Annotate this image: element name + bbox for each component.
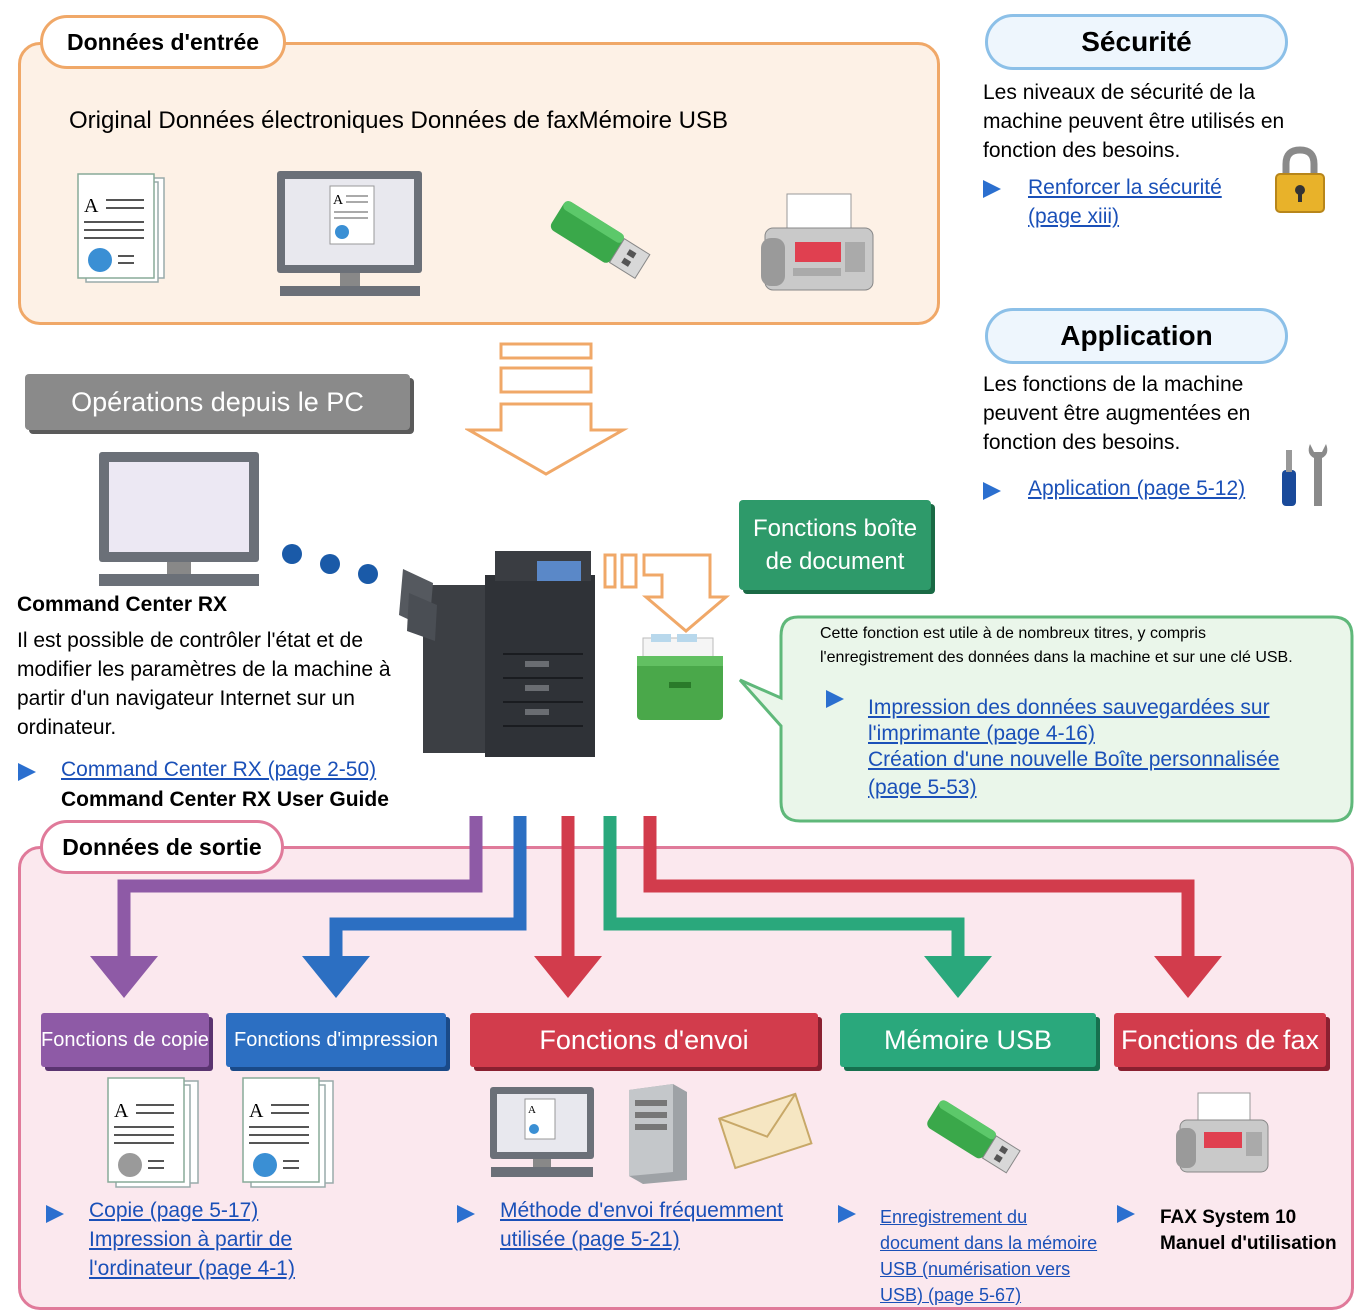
arrow-bullet-icon bbox=[1117, 1205, 1135, 1223]
usb-save-link-line2[interactable]: document dans la mémoire bbox=[880, 1233, 1098, 1253]
document-box-bubble bbox=[738, 615, 1354, 823]
usb-stick-icon bbox=[550, 200, 651, 280]
command-center-link[interactable]: Command Center RX (page 2-50) bbox=[61, 758, 377, 781]
fax-machine-icon bbox=[761, 193, 874, 291]
document-box-description-line1: Cette fonction est utile à de nombreux t… bbox=[820, 625, 1206, 642]
print-functions-label: Fonctions d'impression bbox=[226, 1013, 446, 1067]
security-link-line2[interactable]: (page xiii) bbox=[1028, 205, 1120, 228]
copy-document-icon: A bbox=[107, 1077, 199, 1188]
application-title: Application bbox=[985, 308, 1288, 364]
print-document-icon: A bbox=[242, 1077, 334, 1188]
fax-functions-label: Fonctions de fax bbox=[1114, 1013, 1326, 1067]
print-from-computer-link-line2[interactable]: l'ordinateur (page 4-1) bbox=[89, 1257, 295, 1280]
email-envelope-icon bbox=[717, 1092, 813, 1170]
machine-to-document-box-arrow bbox=[603, 553, 731, 633]
print-from-computer-link-line1[interactable]: Impression à partir de bbox=[89, 1228, 293, 1251]
output-fax-machine-icon bbox=[1176, 1092, 1269, 1173]
pc-monitor-icon bbox=[99, 452, 259, 586]
arrow-bullet-icon bbox=[826, 690, 844, 708]
usb-save-link-line4[interactable]: USB) (page 5-67) bbox=[880, 1285, 1022, 1305]
copy-functions-label: Fonctions de copie bbox=[41, 1013, 209, 1067]
svg-text:A: A bbox=[114, 1100, 129, 1122]
usb-memory-label: Mémoire USB bbox=[840, 1013, 1096, 1067]
arrow-bullet-icon bbox=[457, 1205, 475, 1223]
svg-text:A: A bbox=[84, 195, 99, 217]
create-custom-box-link-line2[interactable]: (page 5-53) bbox=[868, 776, 977, 799]
input-to-machine-arrow bbox=[465, 342, 629, 476]
copy-link[interactable]: Copie (page 5-17) bbox=[89, 1199, 259, 1222]
arrow-bullet-icon bbox=[983, 180, 1001, 198]
send-computer-icon: A bbox=[490, 1087, 594, 1177]
output-data-title: Données de sortie bbox=[40, 820, 284, 874]
document-box-file-cabinet-icon bbox=[637, 634, 723, 720]
input-sources-line: Original Données électroniques Données d… bbox=[69, 107, 729, 134]
svg-text:A: A bbox=[249, 1100, 264, 1122]
print-saved-data-link-line2[interactable]: l'imprimante (page 4-16) bbox=[868, 722, 1095, 745]
output-routing-lines bbox=[90, 816, 1222, 998]
fax-system-manual-line2: Manuel d'utilisation bbox=[1160, 1233, 1337, 1254]
svg-text:A: A bbox=[333, 193, 344, 208]
output-usb-stick-icon bbox=[927, 1100, 1021, 1174]
computer-monitor-icon: A bbox=[277, 171, 422, 296]
document-icon: A bbox=[77, 173, 165, 283]
frequent-send-method-link-line1[interactable]: Méthode d'envoi fréquemment bbox=[500, 1199, 784, 1222]
application-link[interactable]: Application (page 5-12) bbox=[1028, 477, 1246, 500]
command-center-title: Command Center RX bbox=[17, 593, 228, 616]
svg-text:A: A bbox=[528, 1104, 536, 1116]
connection-dots-icon bbox=[282, 544, 378, 584]
document-box-description-line2: l'enregistrement des données dans la mac… bbox=[820, 649, 1293, 666]
fax-system-manual-line1: FAX System 10 bbox=[1160, 1207, 1297, 1228]
print-saved-data-link-line1[interactable]: Impression des données sauvegardées sur bbox=[868, 696, 1270, 719]
multifunction-printer-icon bbox=[399, 551, 595, 757]
padlock-icon bbox=[1275, 146, 1325, 213]
usb-save-link-line1[interactable]: Enregistrement du bbox=[880, 1207, 1028, 1227]
arrow-bullet-icon bbox=[983, 482, 1001, 500]
usb-save-link-line3[interactable]: USB (numérisation vers bbox=[880, 1259, 1071, 1279]
arrow-bullet-icon bbox=[18, 763, 36, 781]
tools-icon bbox=[1282, 444, 1328, 506]
input-data-title: Données d'entrée bbox=[40, 15, 286, 69]
server-tower-icon bbox=[629, 1084, 687, 1184]
frequent-send-method-link-line2[interactable]: utilisée (page 5-21) bbox=[500, 1228, 680, 1251]
arrow-bullet-icon bbox=[838, 1205, 856, 1223]
command-center-description: Il est possible de contrôler l'état et d… bbox=[17, 629, 391, 739]
pc-operations-banner: Opérations depuis le PC bbox=[25, 374, 410, 430]
document-box-functions-label: Fonctions boîte de document bbox=[739, 500, 931, 590]
security-description: Les niveaux de sécurité de la machine pe… bbox=[983, 81, 1285, 162]
application-description: Les fonctions de la machine peuvent être… bbox=[983, 373, 1251, 454]
send-functions-label: Fonctions d'envoi bbox=[470, 1013, 818, 1067]
create-custom-box-link-line1[interactable]: Création d'une nouvelle Boîte personnali… bbox=[868, 748, 1280, 771]
command-center-user-guide: Command Center RX User Guide bbox=[61, 788, 389, 811]
arrow-bullet-icon bbox=[46, 1205, 64, 1223]
security-link-line1[interactable]: Renforcer la sécurité bbox=[1028, 176, 1222, 199]
security-title: Sécurité bbox=[985, 14, 1288, 70]
